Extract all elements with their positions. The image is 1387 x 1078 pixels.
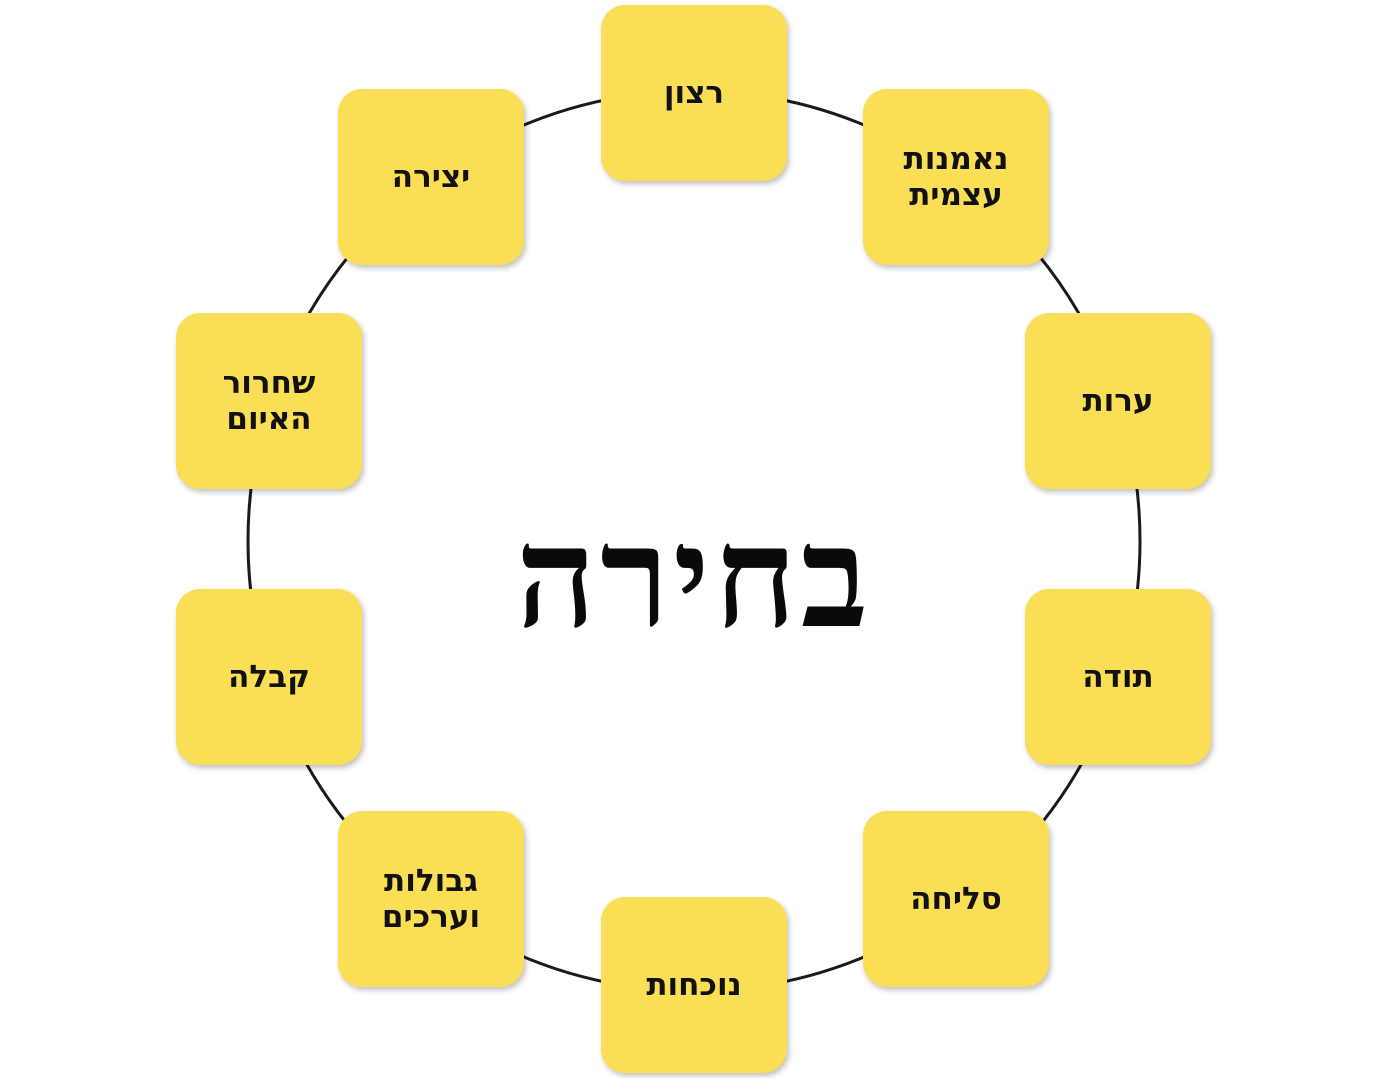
node-ratzon: רצון — [601, 5, 787, 181]
node-neemanut-atzmit: נאמנות עצמית — [863, 89, 1049, 265]
node-gvulot-vaarachim: גבולות וערכים — [338, 811, 524, 987]
node-label: שחרור האיום — [222, 365, 316, 437]
node-label: קבלה — [228, 659, 310, 695]
center-title: בחירה — [390, 488, 998, 668]
node-yetzira: יצירה — [338, 89, 524, 265]
node-label: רצון — [663, 75, 725, 111]
node-kabala: קבלה — [176, 589, 362, 765]
node-label: סליחה — [910, 881, 1002, 917]
center-title-text: בחירה — [515, 496, 873, 660]
node-label: ערות — [1082, 383, 1154, 419]
node-label: נאמנות עצמית — [903, 141, 1009, 213]
node-slicha: סליחה — [863, 811, 1049, 987]
node-toda: תודה — [1025, 589, 1211, 765]
node-erut: ערות — [1025, 313, 1211, 489]
node-label: נוכחות — [646, 967, 742, 1003]
node-label: תודה — [1082, 659, 1154, 695]
node-label: יצירה — [391, 159, 471, 195]
node-label: גבולות וערכים — [381, 863, 481, 935]
node-nochechut: נוכחות — [601, 897, 787, 1073]
node-shichrur-haiyum: שחרור האיום — [176, 313, 362, 489]
